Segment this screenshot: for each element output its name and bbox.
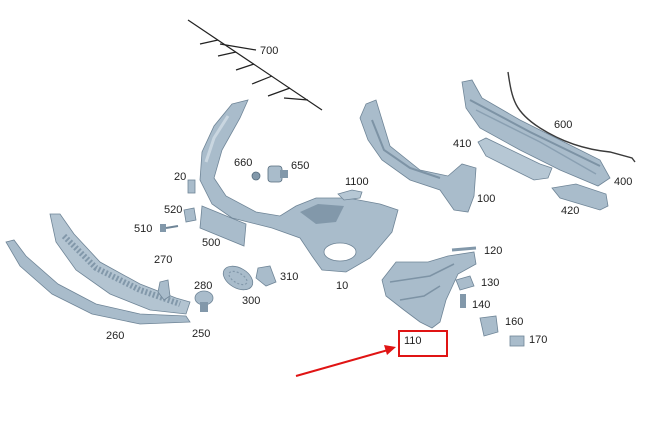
callout-520[interactable]: 520 (164, 204, 183, 216)
callout-650[interactable]: 650 (291, 160, 310, 172)
part-310-bracket[interactable] (255, 265, 277, 287)
part-100-carrier-frame[interactable] (359, 99, 477, 213)
part-170-cover[interactable] (509, 335, 525, 347)
callout-1100[interactable]: 1100 (345, 176, 369, 188)
part-120-pin[interactable] (451, 246, 477, 252)
callout-140[interactable]: 140 (472, 299, 491, 311)
callout-510[interactable]: 510 (134, 223, 153, 235)
callout-20[interactable]: 20 (174, 171, 187, 183)
callout-120[interactable]: 120 (484, 245, 503, 257)
part-500-plate-holder[interactable] (199, 205, 247, 247)
part-270-clip[interactable] (157, 279, 171, 301)
callout-500[interactable]: 500 (202, 237, 221, 249)
part-260-lower-trim[interactable] (5, 239, 191, 325)
highlight-arrow (295, 345, 396, 377)
callout-100[interactable]: 100 (477, 193, 496, 205)
callout-420[interactable]: 420 (561, 205, 580, 217)
part-700-bracket[interactable] (187, 19, 323, 111)
part-10-bumper-cover[interactable] (199, 99, 399, 273)
callout-260[interactable]: 260 (106, 330, 125, 342)
part-110-side-bracket[interactable] (381, 251, 477, 329)
highlight-box (398, 330, 448, 357)
part-1100-bracket[interactable] (337, 189, 363, 201)
part-280-cap[interactable] (194, 290, 214, 312)
part-300-grille-insert[interactable] (219, 261, 257, 294)
part-520-bracket[interactable] (183, 207, 197, 223)
callout-250[interactable]: 250 (192, 328, 211, 340)
part-420-bracket[interactable] (551, 183, 609, 211)
callout-270[interactable]: 270 (154, 254, 173, 266)
callout-600[interactable]: 600 (554, 119, 573, 131)
callout-280[interactable]: 280 (194, 280, 213, 292)
part-400-support[interactable] (461, 79, 611, 187)
callout-410[interactable]: 410 (453, 138, 472, 150)
callout-110[interactable]: 110 (404, 335, 422, 347)
part-650-sensor[interactable] (267, 165, 288, 183)
part-600-cable[interactable] (507, 71, 636, 163)
part-140-screw[interactable] (460, 294, 466, 308)
callout-400[interactable]: 400 (614, 176, 633, 188)
part-130-clip[interactable] (455, 275, 475, 291)
callout-700[interactable]: 700 (260, 45, 279, 57)
callout-170[interactable]: 170 (529, 334, 548, 346)
part-410-absorber[interactable] (477, 137, 553, 181)
callout-660[interactable]: 660 (234, 157, 253, 169)
callout-10[interactable]: 10 (336, 280, 349, 292)
part-20-clip[interactable] (187, 179, 196, 194)
callout-160[interactable]: 160 (505, 316, 524, 328)
callout-300[interactable]: 300 (242, 295, 261, 307)
part-510-screw[interactable] (160, 224, 179, 232)
callout-130[interactable]: 130 (481, 277, 500, 289)
part-160-bracket[interactable] (479, 315, 499, 337)
part-250-lower-grille[interactable] (49, 213, 191, 315)
part-660-clip[interactable] (251, 171, 261, 181)
callout-310[interactable]: 310 (280, 271, 299, 283)
